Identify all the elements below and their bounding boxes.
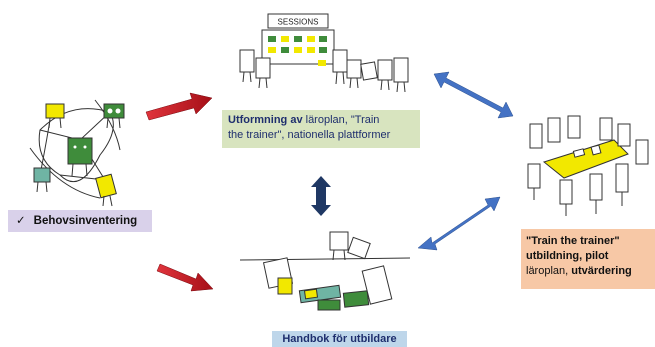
- design-label-line2: the trainer", nationella plattformer: [228, 129, 391, 141]
- blue-double-arrow-top: [433, 71, 514, 119]
- train-label-line1: "Train the trainer": [526, 235, 620, 247]
- character-green-glasses: [103, 103, 125, 129]
- blue-double-arrow-bottom: [417, 196, 501, 251]
- design-label-rest: läroplan, "Train: [302, 114, 380, 126]
- sessions-sign: SESSIONS: [267, 13, 329, 29]
- navy-double-arrow: [311, 176, 331, 216]
- train-label-line2: utbildning, pilot: [526, 250, 609, 262]
- sessions-sign-text: SESSIONS: [278, 18, 319, 27]
- train-label-line3b: utvärdering: [571, 265, 632, 277]
- yellow-table: [542, 139, 629, 179]
- train-label-line3a: läroplan,: [526, 265, 572, 277]
- character-teal-left: [33, 167, 51, 193]
- design-label-bold: Utformning av: [228, 114, 303, 126]
- handbook-text: Handbok för utbildare: [282, 333, 397, 345]
- train-the-trainer-label: "Train the trainer" utbildning, pilot lä…: [521, 229, 655, 289]
- handbook-characters: [262, 231, 393, 311]
- handbook-label: Handbok för utbildare: [272, 331, 407, 347]
- character-yellow-top: [45, 103, 65, 129]
- sticky-notes: [268, 36, 327, 66]
- group-of-characters: [239, 49, 409, 93]
- character-green-center: [67, 137, 93, 177]
- needs-assessment-text: Behovsinventering: [33, 215, 138, 227]
- red-arrow-to-design: [145, 92, 213, 121]
- red-arrow-to-handbook: [156, 263, 214, 292]
- check-icon: ✓: [16, 215, 26, 227]
- character-yellow-right: [95, 173, 117, 207]
- design-label: Utformning av läroplan, "Train the train…: [222, 110, 420, 148]
- needs-assessment-label: ✓ Behovsinventering: [8, 210, 152, 232]
